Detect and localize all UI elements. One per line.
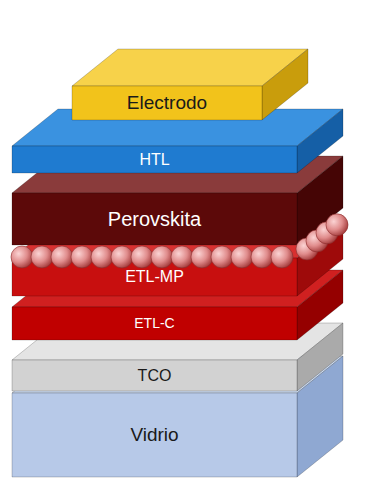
nanoparticle [231,246,253,268]
layer-box: Electrodo [72,86,262,120]
layer-label: ETL-C [134,316,174,331]
layer-box: Perovskita [12,193,297,245]
layer-box: Vidrio [12,393,297,477]
slab-front [72,86,262,120]
slab-side [297,109,343,173]
slab-front [12,307,297,340]
layer-label: HTL [139,151,169,169]
layer-label: Perovskita [108,208,201,230]
nanoparticle [11,246,33,268]
layer-slab [72,49,308,120]
layer-box: ETL-MP [12,258,297,296]
layer-slab [12,356,343,477]
nanoparticle [91,246,113,268]
nanoparticle [251,246,273,268]
slab-front [12,146,297,173]
slab-side [262,49,308,120]
slab-top [12,356,343,393]
layer-label: Vidrio [130,425,178,446]
nanoparticle [211,246,233,268]
nanoparticle [31,246,53,268]
layer-label: ETL-MP [125,268,184,286]
nanoparticle [111,246,133,268]
layer-box: HTL [12,146,297,173]
layer-label: TCO [138,367,172,385]
slab-front [12,193,297,245]
nanoparticle [191,246,213,268]
slab-front [12,393,297,477]
slab-front [12,360,297,391]
layer-box: TCO [12,360,297,391]
layer-label: Electrodo [127,93,207,114]
nanoparticle [271,246,293,268]
nanoparticle [151,246,173,268]
nanoparticle [71,246,93,268]
layer-box: ETL-C [12,307,297,340]
nanoparticle [131,246,153,268]
nanoparticle [51,246,73,268]
nanoparticle [171,246,193,268]
nanoparticle [326,214,348,236]
